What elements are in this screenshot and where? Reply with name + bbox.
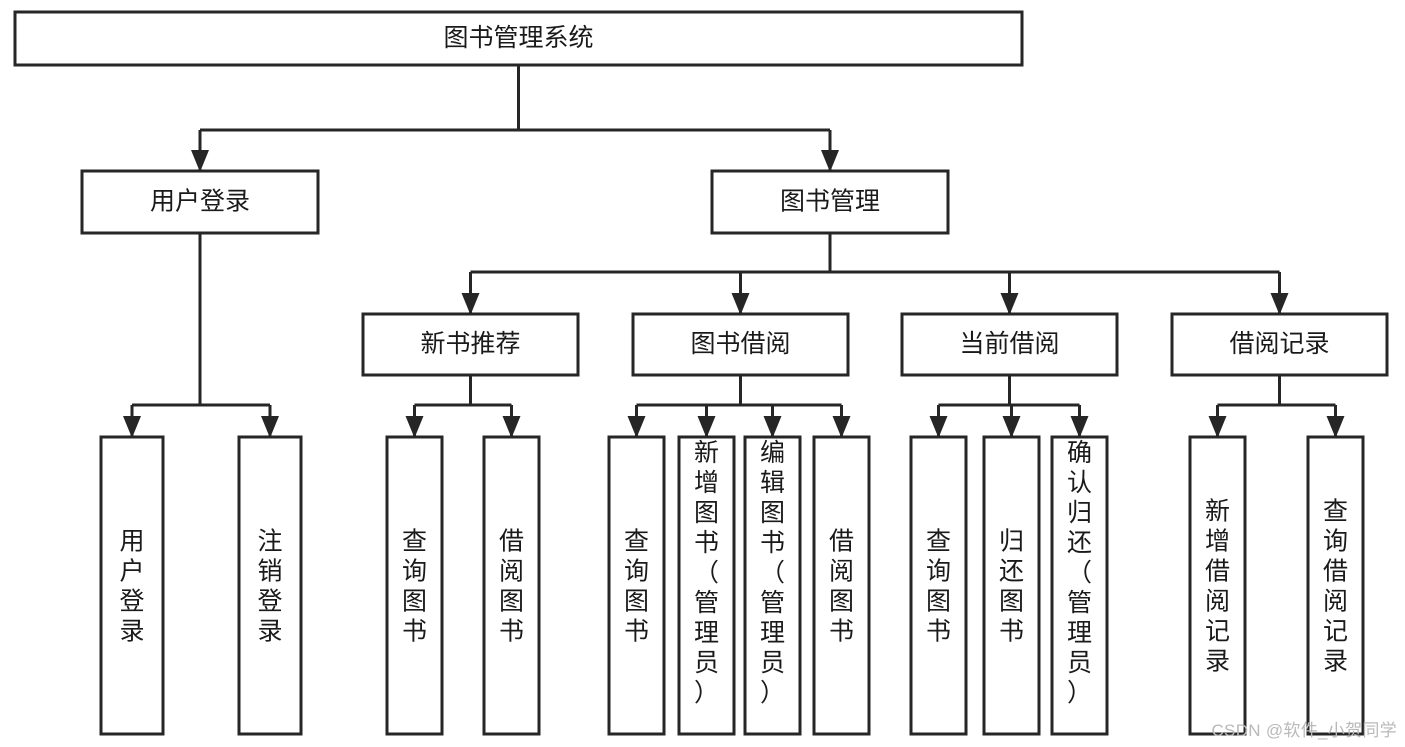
- arrow-head-icon: [461, 293, 480, 315]
- node-label-root: 图书管理系统: [443, 24, 593, 52]
- node-book-borrow[interactable]: 图书借阅: [631, 312, 850, 377]
- node-box-new-book-recommend: [361, 312, 580, 377]
- connector-lines: [123, 65, 1345, 438]
- node-box-leaf-add-record: [1188, 435, 1247, 736]
- arrow-head-icon: [1000, 293, 1019, 315]
- node-box-leaf-borrow-book-1: [482, 435, 541, 736]
- node-label-leaf-user-login: 用户登录: [119, 528, 144, 646]
- arrow-head-icon: [405, 416, 424, 438]
- node-leaf-add-book[interactable]: 新增图书（管理员）: [677, 435, 736, 736]
- node-leaf-edit-book[interactable]: 编辑图书（管理员）: [743, 435, 802, 736]
- node-new-book-recommend[interactable]: 新书推荐: [361, 312, 580, 377]
- node-label-leaf-edit-book: 编辑图书（管理员）: [760, 439, 785, 707]
- node-box-leaf-add-book: [677, 435, 736, 736]
- node-box-leaf-query-book-2: [607, 435, 666, 736]
- node-book-manage[interactable]: 图书管理: [710, 169, 950, 235]
- node-label-leaf-confirm-return: 确认归还（管理员）: [1067, 439, 1092, 707]
- node-leaf-confirm-return[interactable]: 确认归还（管理员）: [1050, 435, 1109, 736]
- node-box-leaf-query-record: [1306, 435, 1365, 736]
- arrow-head-icon: [1002, 416, 1021, 438]
- node-label-user-login: 用户登录: [150, 188, 250, 216]
- node-label-leaf-return-book: 归还图书: [999, 528, 1024, 646]
- node-leaf-return-book[interactable]: 归还图书: [982, 435, 1041, 736]
- node-label-book-manage: 图书管理: [780, 188, 880, 216]
- node-leaf-user-login[interactable]: 用户登录: [99, 435, 165, 736]
- arrow-head-icon: [697, 416, 716, 438]
- arrow-head-icon: [502, 416, 521, 438]
- csdn-watermark: CSDN @软件_小贺同学: [1211, 721, 1397, 740]
- node-box-book-borrow: [631, 312, 850, 377]
- node-label-leaf-add-record: 新增借阅记录: [1205, 498, 1230, 676]
- node-box-book-manage: [710, 169, 950, 235]
- arrow-head-icon: [261, 416, 279, 438]
- arrow-head-icon: [821, 150, 839, 172]
- arrow-head-icon: [731, 293, 750, 315]
- arrow-head-icon: [1270, 293, 1289, 315]
- node-label-leaf-add-book: 新增图书（管理员）: [694, 439, 719, 707]
- node-borrow-record[interactable]: 借阅记录: [1170, 312, 1389, 377]
- node-box-root: [13, 10, 1024, 67]
- arrow-head-icon: [1326, 416, 1345, 438]
- node-label-leaf-query-book-3: 查询图书: [926, 528, 951, 646]
- node-box-leaf-edit-book: [743, 435, 802, 736]
- arrow-head-icon: [627, 416, 646, 438]
- arrow-head-icon: [1208, 416, 1227, 438]
- node-label-borrow-record: 借阅记录: [1229, 330, 1329, 358]
- node-box-leaf-user-logout: [237, 435, 303, 736]
- node-label-leaf-query-book-1: 查询图书: [402, 528, 427, 646]
- node-box-leaf-confirm-return: [1050, 435, 1109, 736]
- node-label-leaf-query-book-2: 查询图书: [624, 528, 649, 646]
- node-box-borrow-record: [1170, 312, 1389, 377]
- node-label-new-book-recommend: 新书推荐: [420, 330, 520, 358]
- node-leaf-borrow-book-1[interactable]: 借阅图书: [482, 435, 541, 736]
- arrow-head-icon: [832, 416, 851, 438]
- node-leaf-borrow-book-2[interactable]: 借阅图书: [812, 435, 871, 736]
- arrow-head-icon: [929, 416, 948, 438]
- node-leaf-query-book-1[interactable]: 查询图书: [385, 435, 444, 736]
- node-boxes: 图书管理系统用户登录图书管理新书推荐图书借阅当前借阅借阅记录用户登录注销登录查询…: [13, 10, 1389, 736]
- node-root[interactable]: 图书管理系统: [13, 10, 1024, 67]
- node-label-leaf-borrow-book-1: 借阅图书: [499, 528, 524, 646]
- node-leaf-add-record[interactable]: 新增借阅记录: [1188, 435, 1247, 736]
- node-leaf-query-book-3[interactable]: 查询图书: [909, 435, 968, 736]
- node-label-leaf-borrow-book-2: 借阅图书: [829, 528, 854, 646]
- arrow-head-icon: [123, 416, 141, 438]
- node-box-leaf-query-book-3: [909, 435, 968, 736]
- node-label-book-borrow: 图书借阅: [690, 330, 790, 358]
- node-box-leaf-return-book: [982, 435, 1041, 736]
- node-leaf-query-book-2[interactable]: 查询图书: [607, 435, 666, 736]
- node-label-current-borrow: 当前借阅: [959, 330, 1059, 358]
- node-box-user-login: [80, 169, 320, 235]
- arrow-head-icon: [763, 416, 782, 438]
- node-leaf-user-logout[interactable]: 注销登录: [237, 435, 303, 736]
- node-box-leaf-borrow-book-2: [812, 435, 871, 736]
- node-box-leaf-query-book-1: [385, 435, 444, 736]
- node-leaf-query-record[interactable]: 查询借阅记录: [1306, 435, 1365, 736]
- arrow-head-icon: [191, 150, 209, 172]
- node-current-borrow[interactable]: 当前借阅: [900, 312, 1119, 377]
- node-user-login[interactable]: 用户登录: [80, 169, 320, 235]
- node-label-leaf-query-record: 查询借阅记录: [1323, 498, 1348, 676]
- arrow-head-icon: [1070, 416, 1089, 438]
- node-box-leaf-user-login: [99, 435, 165, 736]
- node-box-current-borrow: [900, 312, 1119, 377]
- node-label-leaf-user-logout: 注销登录: [257, 528, 282, 646]
